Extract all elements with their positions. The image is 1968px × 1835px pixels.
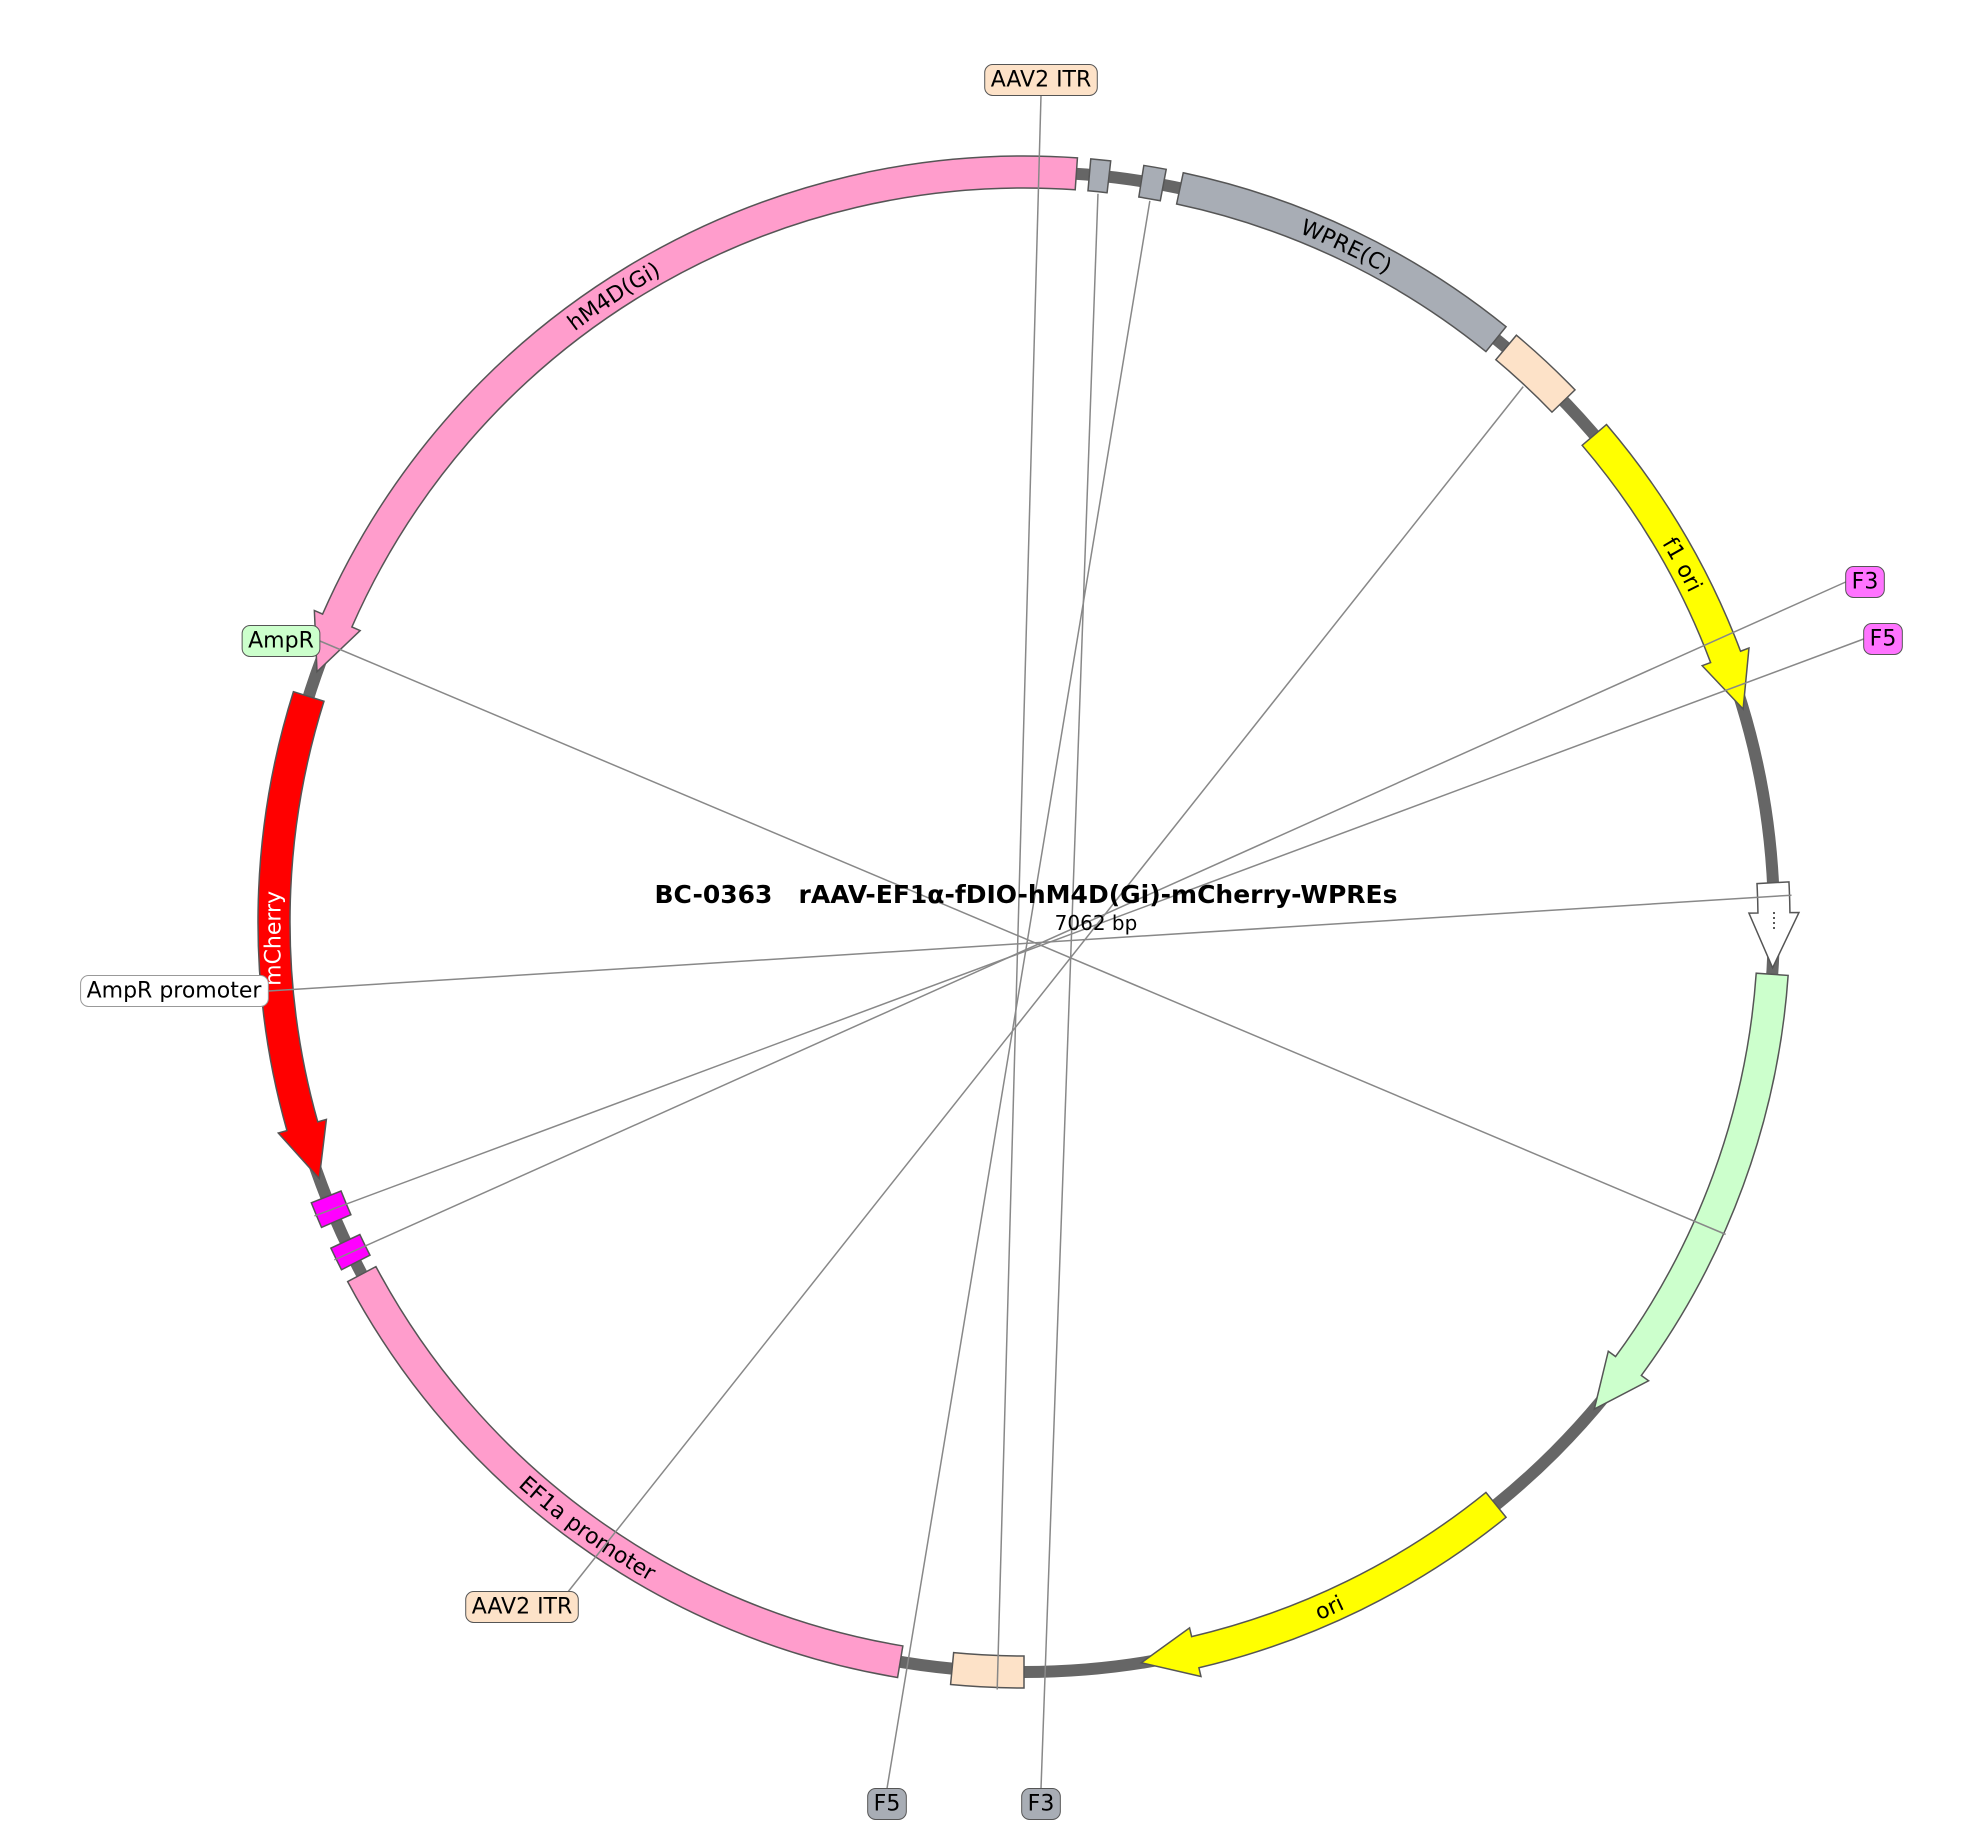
feature-shape-f3-bottom[interactable] [1087, 158, 1112, 194]
callout-box-f5-right [1863, 623, 1903, 655]
callout-box-ampr [241, 625, 321, 657]
callout-f3-bottom[interactable]: F3 [1021, 193, 1099, 1820]
callout-box-aav2-itr-bottom [465, 1591, 579, 1623]
callout-ampr-promoter[interactable]: AmpR promoter [80, 894, 1792, 1007]
callout-f3-right[interactable]: F3 [334, 566, 1885, 1261]
callout-box-f3-right [1845, 566, 1885, 598]
feature-shape-hm4d-gi[interactable] [313, 155, 1079, 674]
callout-line-aav2-itr-bottom [567, 386, 1524, 1592]
callout-label-ampr: AmpR [248, 629, 314, 654]
feature-f3-bottom[interactable] [1087, 158, 1112, 194]
callout-line-f3-right [334, 581, 1846, 1261]
feature-label-mcherry: mCherry [262, 891, 287, 986]
feature-ef1a-promoter[interactable]: EF1a promoter [346, 1265, 904, 1679]
callout-line-ampr [319, 640, 1726, 1236]
callout-line-aav2-itr-top [996, 95, 1042, 1690]
feature-shape-ef1a-promoter[interactable] [346, 1265, 904, 1679]
feature-aav2-itr-top[interactable] [949, 1651, 1025, 1689]
callout-label-aav2-itr-bottom: AAV2 ITR [472, 1595, 573, 1620]
feature-label-ef1a-promoter: EF1a promoter [514, 1472, 660, 1587]
feature-ampr[interactable] [1593, 972, 1789, 1411]
callout-label-f3-bottom: F3 [1028, 1792, 1055, 1817]
feature-shape-mcherry[interactable] [257, 690, 328, 1181]
callout-label-f5-bottom: F5 [874, 1792, 901, 1817]
callout-f5-bottom[interactable]: F5 [867, 200, 1151, 1820]
feature-shape-aav2-itr-bottom[interactable] [1494, 334, 1577, 414]
feature-hm4d-gi[interactable]: hM4D(Gi) [313, 155, 1079, 674]
callout-line-ampr-promoter [268, 894, 1792, 992]
feature-shape-ampr[interactable] [1593, 972, 1789, 1411]
callout-aav2-itr-top[interactable]: AAV2 ITR [984, 64, 1098, 1690]
callout-line-f3-bottom [1040, 193, 1099, 1789]
callout-box-f3-bottom [1021, 1788, 1061, 1820]
feature-shape-aav2-itr-top[interactable] [949, 1651, 1025, 1689]
callout-ampr[interactable]: AmpR [241, 625, 1726, 1236]
callout-box-aav2-itr-top [984, 64, 1098, 96]
plasmid-title: BC-0363 rAAV-EF1α-fDIO-hM4D(Gi)-mCherry-… [654, 880, 1397, 909]
feature-shape-f1-ori[interactable] [1581, 423, 1750, 711]
feature-aav2-itr-bottom[interactable] [1494, 334, 1577, 414]
callout-label-f3-right: F3 [1852, 570, 1879, 595]
callout-line-f5-bottom [886, 200, 1151, 1789]
plasmid-size: 7062 bp [1055, 911, 1138, 935]
callout-box-f5-bottom [867, 1788, 907, 1820]
feature-wpre-c[interactable]: WPRE(C) [1175, 171, 1508, 353]
callout-aav2-itr-bottom[interactable]: AAV2 ITR [465, 386, 1524, 1623]
callout-f5-right[interactable]: F5 [314, 623, 1903, 1217]
callout-label-aav2-itr-top: AAV2 ITR [991, 68, 1092, 93]
feature-layer: EF1a promoter mCherry hM4D(Gi) WPRE(C) f1 or… [257, 155, 1801, 1689]
feature-label-hm4d-gi: hM4D(Gi) [563, 258, 664, 336]
feature-shape-wpre-c[interactable] [1175, 171, 1508, 353]
callout-label-ampr-promoter: AmpR promoter [87, 979, 263, 1004]
callout-label-f5-right: F5 [1870, 627, 1897, 652]
feature-f5-bottom[interactable] [1137, 164, 1168, 202]
feature-mcherry[interactable]: mCherry [257, 690, 328, 1181]
feature-shape-f5-bottom[interactable] [1137, 164, 1168, 202]
feature-f1-ori[interactable]: f1 ori [1581, 423, 1750, 711]
callout-line-f5-right [314, 638, 1864, 1217]
feature-ori[interactable]: ori [1139, 1491, 1508, 1678]
feature-shape-ori[interactable] [1139, 1491, 1508, 1678]
callout-box-ampr-promoter [80, 975, 269, 1007]
